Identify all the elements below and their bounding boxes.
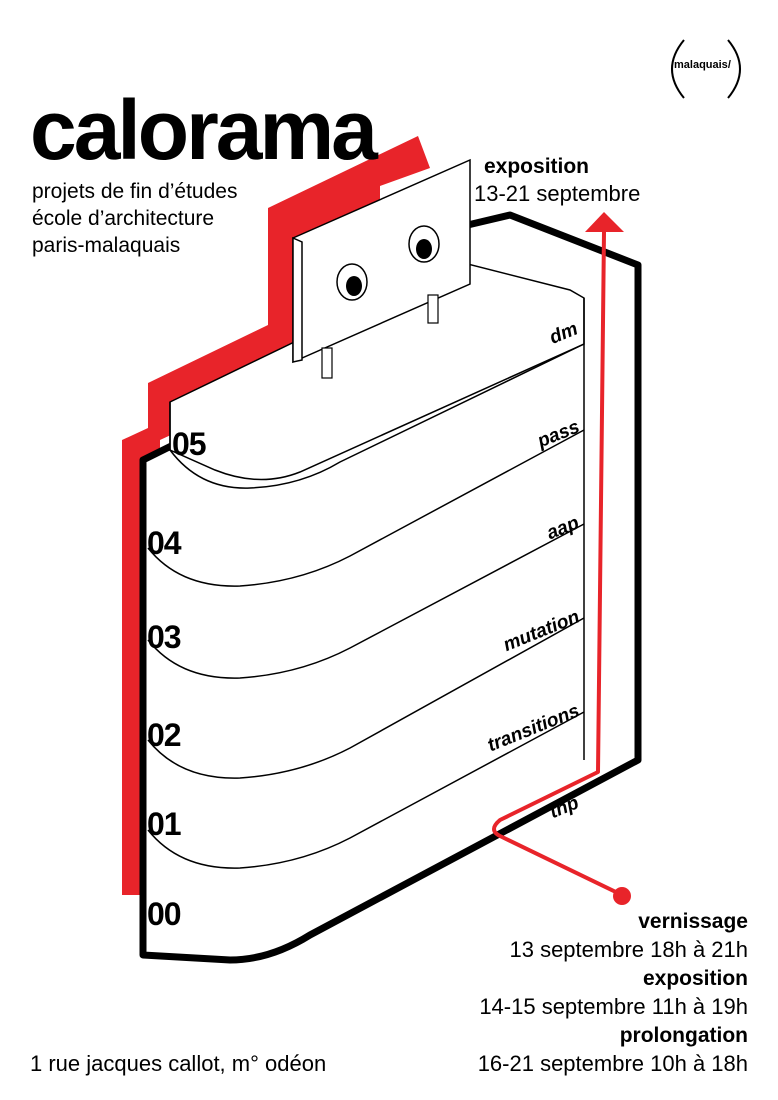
floor-lines — [147, 298, 585, 869]
logo: malaquais/ — [674, 60, 731, 71]
floor-number-02: 02 — [147, 717, 182, 753]
schedule-label-vernissage: vernissage — [638, 910, 748, 933]
billboard — [292, 158, 471, 379]
schedule-detail-vernissage: 13 septembre 18h à 21h — [509, 937, 748, 962]
address: 1 rue jacques callot, m° odéon — [30, 1051, 327, 1076]
exhibition-label: exposition — [484, 155, 590, 178]
poster-title: calorama — [30, 83, 378, 177]
floor-number-01: 01 — [147, 806, 182, 842]
route-arrow — [492, 212, 631, 905]
floor-number-04: 04 — [147, 525, 182, 561]
logo-slash: / — [727, 59, 731, 71]
schedule-label-exposition: exposition — [642, 967, 748, 990]
exhibition-dates: 13-21 septembre — [474, 181, 641, 206]
schedule-detail-exposition: 14-15 septembre 11h à 19h — [479, 994, 748, 1019]
subtitle-line-2: école d’architecture — [32, 207, 215, 230]
logo-ring-icon — [671, 39, 741, 99]
subtitle-line-1: projets de fin d’études — [32, 180, 238, 203]
schedule-label-prolongation: prolongation — [619, 1024, 748, 1047]
floor-number-00: 00 — [147, 896, 182, 932]
floor-number-03: 03 — [147, 619, 182, 655]
floor-number-05: 05 — [172, 426, 207, 462]
subtitle-line-3: paris-malaquais — [32, 234, 181, 257]
logo-text: malaquais — [674, 59, 728, 71]
schedule-detail-prolongation: 16-21 septembre 10h à 18h — [477, 1051, 748, 1076]
